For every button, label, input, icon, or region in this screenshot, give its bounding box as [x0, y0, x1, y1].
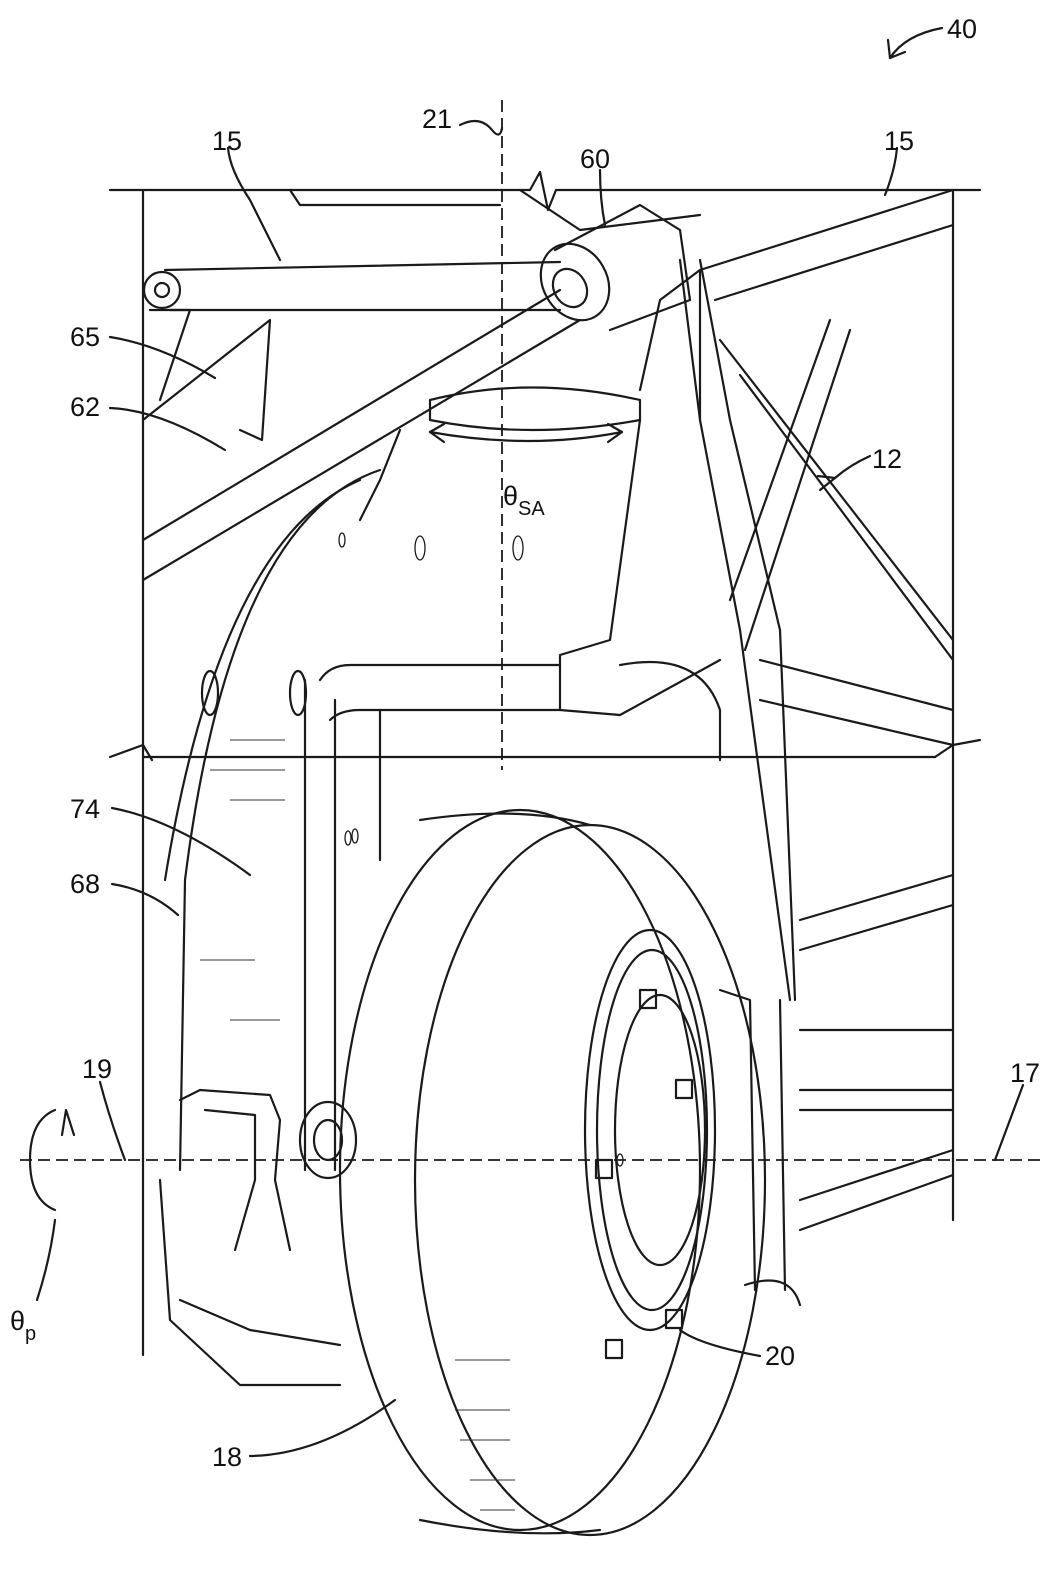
knuckle-body: [358, 258, 797, 1002]
clevis-block: [158, 1088, 342, 1387]
wheel: [338, 808, 767, 1537]
chassis-truss: [288, 188, 955, 1232]
label-steer-angle: θSA: [503, 481, 545, 520]
support-column: [718, 988, 802, 1307]
upper-arm-left: [142, 260, 562, 402]
label-arm-lower: 62: [70, 392, 100, 422]
label-steer-angle-sub: SA: [518, 498, 545, 520]
ref-main-label: 40: [947, 14, 977, 44]
diagonal-strut: [141, 288, 582, 582]
frame-rails: [108, 188, 982, 1357]
label-steer-axis: 21: [422, 104, 452, 134]
label-pivot: 60: [580, 144, 610, 174]
label-link: 68: [70, 869, 100, 899]
label-steer-angle-main: θ: [503, 481, 518, 511]
label-pitch-angle-main: θ: [10, 1306, 25, 1336]
top-break-line: [108, 170, 982, 212]
label-hub: 20: [765, 1341, 795, 1371]
shading-hatch: [200, 739, 515, 1511]
label-pitch-axis: 19: [82, 1054, 112, 1084]
label-wheel-axis: 17: [1010, 1058, 1040, 1088]
label-frame-right: 15: [884, 126, 914, 156]
label-pitch-angle: θp: [10, 1306, 36, 1345]
pitch-rotation-arrow: [28, 1108, 76, 1212]
label-chassis: 12: [872, 444, 902, 474]
fender-arc: [163, 468, 382, 1172]
leader-lines: [35, 26, 1025, 1458]
label-bracket: 74: [70, 794, 100, 824]
label-wheel: 18: [212, 1442, 242, 1472]
steer-angle-arrow: [428, 422, 624, 444]
label-pitch-angle-sub: p: [25, 1323, 36, 1345]
label-arm-upper: 65: [70, 322, 100, 352]
pivot-cylinder: [539, 203, 692, 332]
steer-axis: [458, 100, 504, 770]
label-frame-left: 15: [212, 126, 242, 156]
hub: [583, 928, 717, 1360]
bracket-plate: [200, 532, 524, 1180]
wheel-arm: [318, 660, 722, 762]
